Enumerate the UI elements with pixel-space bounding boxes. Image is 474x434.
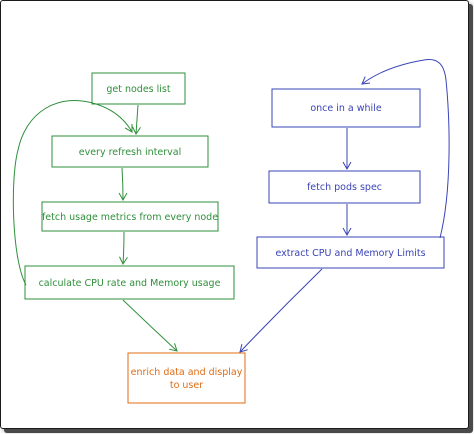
- arrow-refresh-to-fetch-usage: [118, 167, 128, 202]
- node-fetch-pods-spec: fetch pods spec: [268, 170, 421, 204]
- node-once-in-a-while-label: once in a while: [310, 103, 382, 114]
- node-enrich-line-1: enrich data and display: [131, 367, 243, 378]
- arrow-calculate-to-enrich: [122, 299, 178, 352]
- node-extract-cpu-memory-limits: extract CPU and Memory Limits: [256, 236, 445, 269]
- node-fetch-usage-metrics-label: fetch usage metrics from every node: [42, 212, 218, 223]
- node-once-in-a-while: once in a while: [271, 88, 421, 128]
- node-fetch-usage-metrics: fetch usage metrics from every node: [41, 201, 219, 232]
- node-every-refresh-interval: every refresh interval: [51, 135, 209, 168]
- node-get-nodes-list: get nodes list: [91, 72, 186, 105]
- arrow-fetch-usage-to-calculate: [119, 231, 128, 266]
- node-get-nodes-list-label: get nodes list: [106, 84, 171, 95]
- node-calculate-cpu-memory: calculate CPU rate and Memory usage: [24, 265, 235, 300]
- arrow-extract-to-enrich: [239, 268, 323, 353]
- node-enrich-line-2: to user: [170, 380, 203, 391]
- arrow-extract-loop-to-once: [361, 59, 450, 239]
- node-every-refresh-interval-label: every refresh interval: [79, 147, 182, 158]
- node-enrich-data-display: enrich data and display to user: [127, 352, 246, 404]
- canvas-frame: [0, 0, 469, 429]
- arrow-get-nodes-to-refresh: [132, 104, 141, 136]
- arrow-calculate-loop-to-refresh: [12, 100, 133, 286]
- node-extract-cpu-memory-limits-label: extract CPU and Memory Limits: [275, 248, 425, 259]
- node-calculate-cpu-memory-label: calculate CPU rate and Memory usage: [39, 278, 221, 289]
- node-fetch-pods-spec-label: fetch pods spec: [307, 182, 382, 193]
